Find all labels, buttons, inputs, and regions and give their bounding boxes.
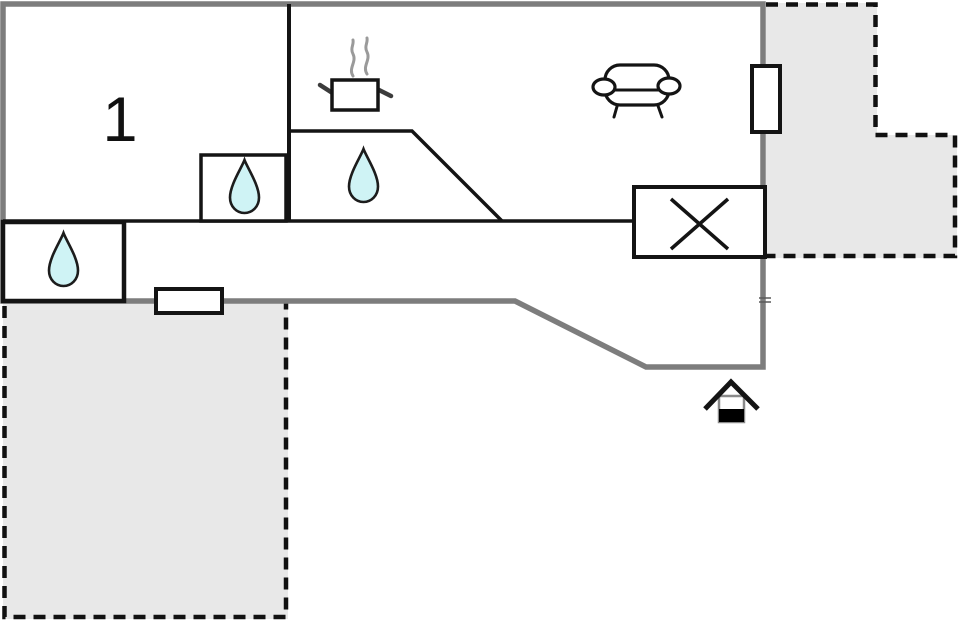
terrace-area <box>766 3 957 258</box>
steam-icon <box>349 38 356 78</box>
house-roof <box>703 378 760 411</box>
stairs-cross-icon <box>669 197 730 251</box>
stairs-box <box>632 185 767 259</box>
sofa-icon <box>591 63 682 119</box>
water-drop-icon <box>47 229 80 288</box>
terrace-dashed-border <box>2 302 289 620</box>
wall-joint-tick <box>759 297 771 303</box>
water-drop-shape <box>347 145 380 204</box>
room-label: 1 <box>102 85 137 155</box>
house-base <box>719 409 744 422</box>
terrace-dashed-border <box>766 2 958 259</box>
water-drop-shape <box>228 156 261 215</box>
kitchen-bathroom-wall <box>289 129 504 223</box>
window-icon <box>750 64 782 134</box>
water-drop-icon <box>347 145 380 204</box>
steam-icon <box>363 36 370 76</box>
house-entrance-icon <box>703 378 760 424</box>
sofa-armrest <box>591 77 617 97</box>
cooking-pot-icon <box>317 36 394 112</box>
water-drop-shape <box>47 229 80 288</box>
window-icon <box>154 287 224 315</box>
sofa-armrest <box>656 76 682 96</box>
terrace-area <box>3 302 288 619</box>
terrace-bottom-left <box>2 302 289 620</box>
water-drop-icon <box>228 156 261 215</box>
terrace-top-right <box>766 2 958 259</box>
pot-body <box>330 78 380 112</box>
